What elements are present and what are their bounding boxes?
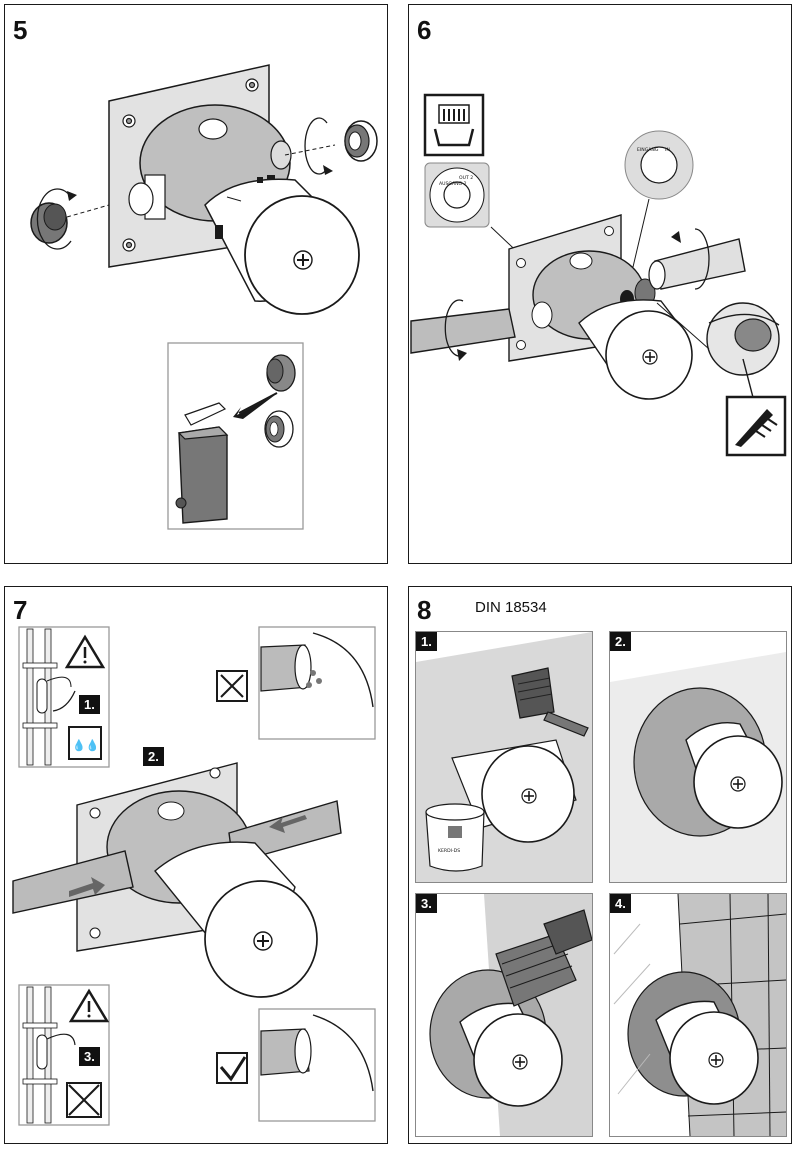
step-5-number: 5 xyxy=(13,15,28,45)
screw-icon xyxy=(293,250,313,270)
step-7-illustration: 💧💧 xyxy=(12,626,376,1126)
step-7-panel: 7 💧💧 xyxy=(4,586,388,1144)
warning-triangle-icon xyxy=(68,988,110,1023)
step-6-panel: 6 AUSGANG 2 OUT 2 EINGANG IN xyxy=(408,4,792,564)
pipe-diagram xyxy=(22,628,76,766)
step-5-panel: 5 xyxy=(4,4,388,564)
screw-icon xyxy=(253,931,273,951)
step-8-sub-3: 3. xyxy=(416,894,437,913)
sealant-bucket xyxy=(425,803,485,872)
outlet-ring-label-2: OUT 2 xyxy=(459,175,473,181)
inlet-ring-label-2: IN xyxy=(665,147,670,153)
bucket-label: KERDI-DS xyxy=(438,848,460,854)
shower-tray-icon xyxy=(423,93,485,157)
step-6-number: 6 xyxy=(417,15,432,45)
step-7-sub-3: 3. xyxy=(79,1047,100,1066)
step-7-sub-2: 2. xyxy=(143,747,164,766)
water-drops-icon: 💧💧 xyxy=(68,726,102,760)
brush-icon xyxy=(511,667,589,737)
no-water-icon xyxy=(66,1082,102,1118)
cross-icon xyxy=(216,670,248,702)
outlet-ring-label-1: AUSGANG 2 xyxy=(439,181,467,187)
sealant-icon xyxy=(725,395,787,457)
step-8-number: 8 xyxy=(417,595,432,625)
step-8-sub-2-panel: 2. xyxy=(609,631,787,883)
step-5-illustration xyxy=(30,64,378,530)
step-6-illustration: AUSGANG 2 OUT 2 EINGANG IN xyxy=(410,93,787,457)
screw-icon xyxy=(642,349,658,365)
step-8-sub-2: 2. xyxy=(610,632,631,651)
check-icon xyxy=(216,1052,248,1084)
step-8-sub-3-panel: 3. xyxy=(415,893,593,1137)
step-8-sub-4: 4. xyxy=(610,894,631,913)
notched-trowel-icon xyxy=(495,909,592,1007)
inlet-ring-label-1: EINGANG xyxy=(637,147,659,153)
step-7-sub-1: 1. xyxy=(79,695,100,714)
svg-text:💧💧: 💧💧 xyxy=(72,739,99,752)
step-8-sub-4-panel: 4. xyxy=(609,893,787,1137)
step-7-number: 7 xyxy=(13,595,28,625)
trash-bin-icon xyxy=(175,402,229,524)
warning-triangle-icon xyxy=(64,634,106,669)
step-8-sub-1-panel: KERDI-DS 1. xyxy=(415,631,593,883)
din-norm-label: DIN 18534 xyxy=(475,599,547,616)
step-8-panel: 8 DIN 18534 KERDI-DS 1. xyxy=(408,586,792,1144)
step-8-sub-1: 1. xyxy=(416,632,437,651)
